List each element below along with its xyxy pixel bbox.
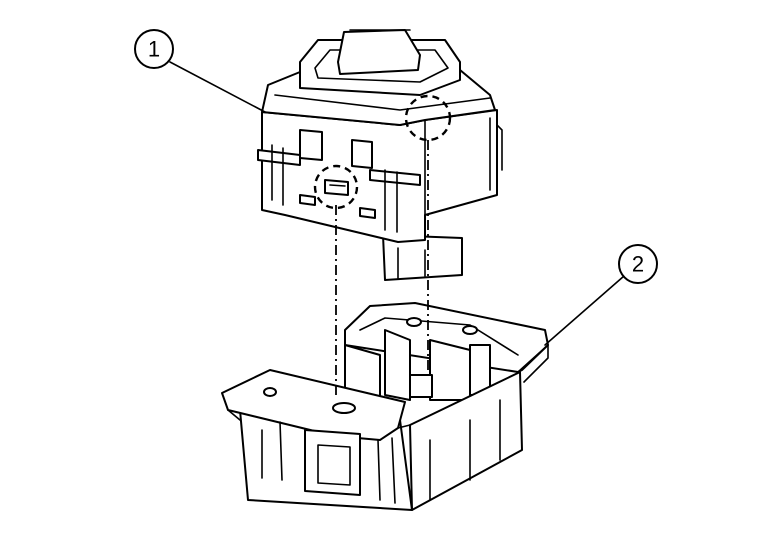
callout-2: 2 bbox=[544, 244, 658, 346]
alignment-lines bbox=[335, 140, 429, 398]
callout-1-label: 1 bbox=[148, 37, 160, 62]
detail-circle-right bbox=[404, 94, 452, 142]
detail-circle-center bbox=[313, 164, 359, 210]
callout-1: 1 bbox=[134, 29, 266, 113]
bracket-part bbox=[221, 302, 549, 511]
callout-2-label: 2 bbox=[632, 252, 644, 277]
switch-part bbox=[257, 29, 503, 281]
